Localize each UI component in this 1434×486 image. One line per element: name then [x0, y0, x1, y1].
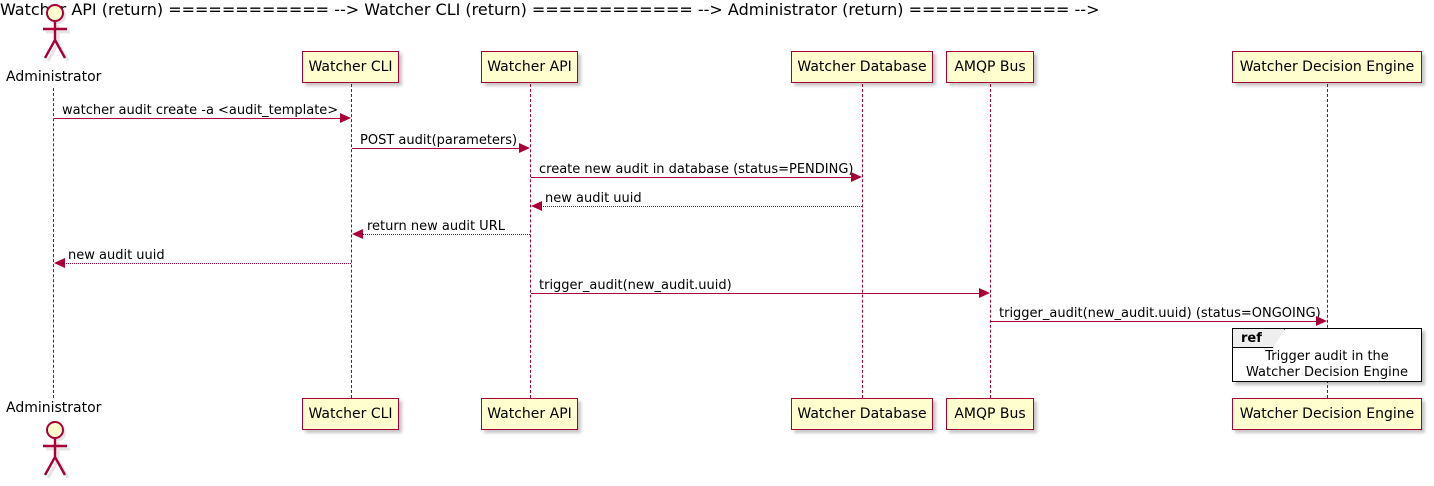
lifeline-amqp-bus: [990, 84, 991, 398]
lifeline-watcher-api: [530, 84, 531, 398]
actor-label-administrator-bottom: Administrator: [6, 400, 102, 416]
participant-label-watcher-cli-bottom: Watcher CLI: [308, 406, 393, 422]
participant-label-watcher-api-bottom: Watcher API: [487, 406, 572, 422]
participant-box-watcher-cli-bottom[interactable]: Watcher CLI: [302, 398, 399, 430]
participant-label-watcher-database-bottom: Watcher Database: [797, 406, 927, 422]
participant-box-watcher-api-bottom[interactable]: Watcher API: [481, 398, 578, 430]
lifeline-watcher-cli: [351, 84, 352, 398]
participant-box-watcher-cli-top[interactable]: Watcher CLI: [302, 51, 399, 83]
participant-label-amqp-bus-bottom: AMQP Bus: [954, 406, 1026, 422]
message-line-1: [54, 118, 342, 119]
lifeline-watcher-decision-engine: [1327, 84, 1328, 398]
actor-label-administrator-top: Administrator: [6, 69, 102, 85]
message-arrowhead-8: [1316, 316, 1327, 326]
participant-label-watcher-decision-engine-bottom: Watcher Decision Engine: [1239, 406, 1415, 422]
message-arrowhead-5: [352, 229, 363, 239]
participant-box-watcher-decision-engine-bottom[interactable]: Watcher Decision Engine: [1232, 398, 1422, 430]
ref-fragment-tab: ref: [1233, 329, 1285, 348]
ref-fragment: ref Trigger audit in the Watcher Decisio…: [1232, 328, 1422, 382]
message-line-7: [531, 293, 981, 294]
message-arrowhead-6: [54, 258, 65, 268]
participant-label-watcher-api-top: Watcher API: [487, 59, 572, 75]
participant-box-amqp-bus-top[interactable]: AMQP Bus: [946, 51, 1034, 83]
ref-fragment-tab-label: ref: [1241, 330, 1262, 346]
message-arrowhead-7: [979, 288, 990, 298]
ref-fragment-line-2: Watcher Decision Engine: [1246, 365, 1408, 380]
message-line-2: [352, 148, 521, 149]
lifeline-administrator: [53, 88, 54, 398]
message-label-5: return new audit URL: [367, 219, 505, 234]
participant-box-watcher-api-top[interactable]: Watcher API: [481, 51, 578, 83]
message-line-3: [531, 177, 853, 178]
participant-box-watcher-decision-engine-top[interactable]: Watcher Decision Engine: [1232, 51, 1422, 83]
message-label-4: new audit uuid: [545, 191, 642, 206]
message-arrowhead-4: [531, 201, 542, 211]
message-arrowhead-1: [340, 113, 351, 123]
ref-fragment-line-1: Trigger audit in the: [1265, 349, 1389, 364]
message-label-8: trigger_audit(new_audit.uuid) (status=ON…: [999, 306, 1321, 321]
lifeline-watcher-database: [862, 84, 863, 398]
message-label-1: watcher audit create -a <audit_template>: [62, 103, 339, 118]
participant-label-watcher-database-top: Watcher Database: [797, 59, 927, 75]
message-line-8: [991, 321, 1318, 322]
participant-label-watcher-cli-top: Watcher CLI: [308, 59, 393, 75]
actor-administrator-bottom: [43, 421, 70, 479]
participant-box-watcher-database-bottom[interactable]: Watcher Database: [791, 398, 933, 430]
message-arrowhead-2: [519, 143, 530, 153]
participant-box-watcher-database-top[interactable]: Watcher Database: [791, 51, 933, 83]
message-label-7: trigger_audit(new_audit.uuid): [539, 278, 732, 293]
ref-fragment-body: Trigger audit in the Watcher Decision En…: [1233, 349, 1421, 381]
message-label-3: create new audit in database (status=PEN…: [539, 162, 854, 177]
message-line-4: [541, 206, 862, 207]
message-line-6: [64, 263, 351, 264]
participant-box-amqp-bus-bottom[interactable]: AMQP Bus: [946, 398, 1034, 430]
participant-label-watcher-decision-engine-top: Watcher Decision Engine: [1239, 59, 1415, 75]
message-line-5: [362, 234, 530, 235]
participant-label-amqp-bus-top: AMQP Bus: [954, 59, 1026, 75]
actor-administrator-top: [43, 4, 70, 62]
message-label-6: new audit uuid: [68, 248, 165, 263]
message-arrowhead-3: [851, 172, 862, 182]
message-label-2: POST audit(parameters): [360, 133, 518, 148]
